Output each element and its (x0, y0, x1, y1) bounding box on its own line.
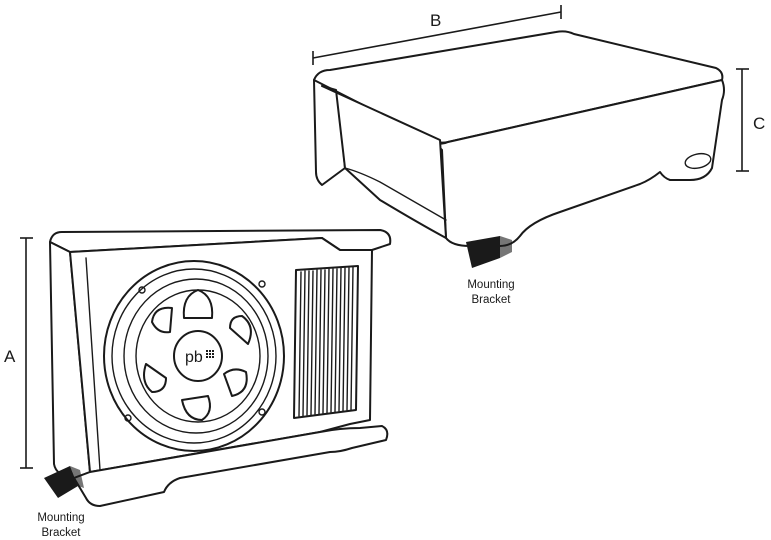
mounting-bracket-callout-bottom: Mounting Bracket (37, 512, 84, 539)
dimension-a-label: A (4, 347, 16, 366)
mounting-bracket-bottom-line2: Bracket (42, 527, 82, 539)
mounting-bracket-top-line2: Bracket (472, 294, 512, 306)
brand-logo-dots (206, 350, 214, 358)
enclosure-rear-view (313, 30, 725, 268)
dimension-a: A (4, 237, 33, 469)
dimension-b-label: B (430, 11, 441, 30)
mounting-bracket-callout-top: Mounting Bracket (467, 279, 514, 306)
dimension-c-label: C (753, 114, 765, 133)
dimension-c: C (736, 68, 765, 172)
vent-grille-slats (298, 266, 354, 417)
woofer-driver: pb (103, 260, 285, 452)
woofer-cone-fins (143, 289, 252, 421)
brand-logo: pb (185, 349, 203, 366)
mounting-bracket-top-line1: Mounting (467, 279, 514, 291)
dimension-b: B (312, 5, 562, 65)
mounting-bracket-bottom-line1: Mounting (37, 512, 84, 524)
enclosure-front-view: pb (44, 229, 392, 507)
